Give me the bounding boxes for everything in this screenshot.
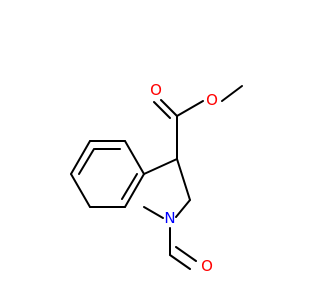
ester-oxygen-label: O bbox=[206, 91, 218, 109]
bond-ester-carbon-to-ester-oxygen bbox=[176, 100, 204, 117]
bond-ring-top-left-2 bbox=[70, 140, 91, 175]
bond-ring-bottom-left bbox=[70, 173, 91, 208]
bonds bbox=[70, 85, 243, 270]
bond-ring-inner-left bbox=[78, 148, 95, 175]
bond-formyl-carbon-to-oxygen-a bbox=[169, 254, 191, 270]
bond-ester-carbon-to-carbonyl-oxygen-b bbox=[153, 101, 171, 119]
atom-labels: O O N O bbox=[150, 81, 218, 275]
carbonyl-oxygen-label: O bbox=[150, 81, 162, 99]
bond-c3-to-c3a bbox=[143, 158, 178, 175]
bond-ester-oxygen-to-methyl bbox=[221, 85, 243, 102]
bond-c2-to-n bbox=[175, 199, 191, 218]
bond-c3-to-c2 bbox=[176, 158, 191, 201]
bond-ring-inner-right bbox=[121, 173, 138, 200]
chemical-structure-canvas: O O N O bbox=[70, 81, 243, 275]
bond-ring-right bbox=[124, 173, 145, 208]
ring-nitrogen-label: N bbox=[164, 209, 175, 227]
molecule-diagram: O O N O bbox=[70, 81, 243, 275]
bond-ring-top-right bbox=[124, 140, 145, 175]
formyl-oxygen-label: O bbox=[201, 257, 213, 275]
bond-n-to-c7a bbox=[143, 206, 164, 219]
bond-formyl-carbon-to-oxygen-b bbox=[175, 246, 197, 262]
bond-ester-carbon-to-carbonyl-oxygen-a bbox=[160, 99, 178, 117]
